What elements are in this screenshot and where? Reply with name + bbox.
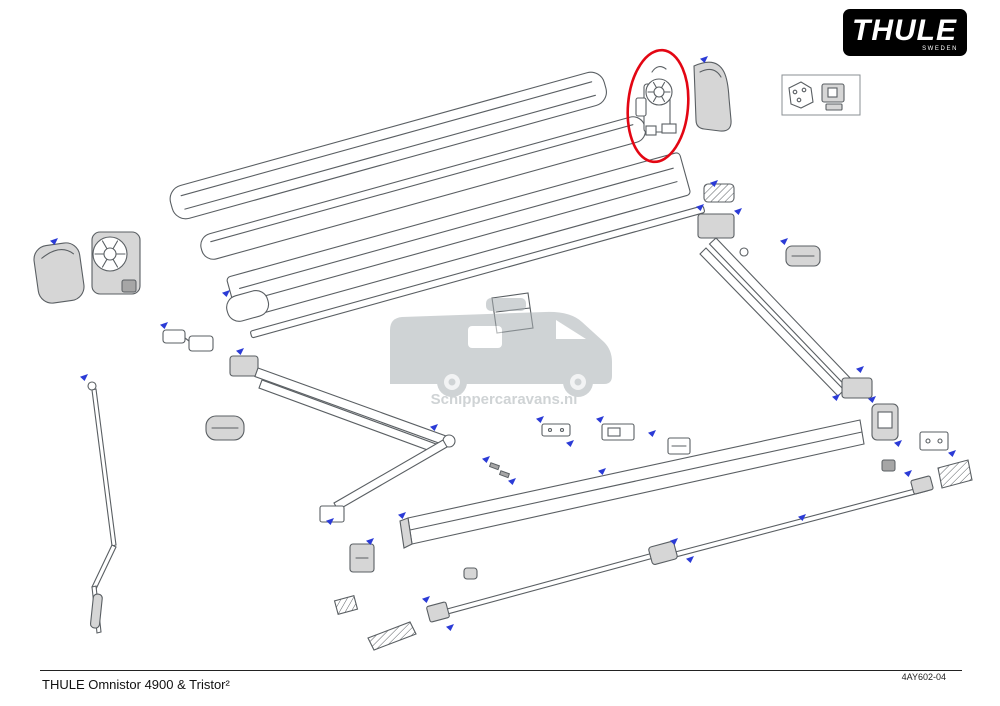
detail-plate xyxy=(788,81,814,109)
fastener-arrow-icon xyxy=(398,512,406,519)
footer-title: THULE Omnistor 4900 & Tristor² xyxy=(42,677,230,692)
torsion-coupling xyxy=(162,329,214,352)
fastener-arrow-icon xyxy=(856,366,864,373)
fastener-arrow-icon xyxy=(222,290,230,297)
footer-part-code: 4AY602-04 xyxy=(901,672,946,682)
fastener-arrow-icon xyxy=(894,440,902,447)
fastener-arrow-icon xyxy=(904,470,912,477)
awning-case-profile xyxy=(169,71,607,220)
highlight-ellipse xyxy=(626,48,690,164)
rafter-mid-lock xyxy=(648,541,678,565)
fastener-arrow-icon xyxy=(536,416,544,423)
thule-logo: THULE SWEDEN xyxy=(843,9,967,56)
small-hardware xyxy=(488,403,949,479)
watermark-text: Schippercaravans.nl xyxy=(431,391,578,408)
crank-handle xyxy=(87,381,117,634)
arm-right-foot xyxy=(841,377,873,399)
footer-divider xyxy=(40,670,962,671)
fastener-arrow-icon xyxy=(446,624,454,631)
fastener-arrow-icon xyxy=(508,478,516,485)
small-cap xyxy=(463,567,478,580)
lead-rail-end-cap xyxy=(399,517,413,549)
fastener-arrow-icon xyxy=(948,450,956,457)
screw xyxy=(488,462,501,471)
left-end-cover xyxy=(33,242,85,304)
spring-arm-right xyxy=(697,183,873,399)
fastener-arrow-icon xyxy=(832,394,840,401)
crank-rod xyxy=(91,388,117,547)
watermark: Schippercaravans.nl xyxy=(390,298,612,408)
fastener-arrow-icon xyxy=(482,456,490,463)
detail-inset xyxy=(781,74,861,116)
ribbed-block xyxy=(333,594,359,616)
mounting-rail xyxy=(250,205,705,339)
thule-logo-text: THULE xyxy=(852,14,957,47)
watermark-windshield xyxy=(556,320,586,339)
watermark-roofbox xyxy=(486,298,526,311)
fastener-arrow-icon xyxy=(596,416,604,423)
rafter-right-end xyxy=(910,475,934,495)
tension-rafter xyxy=(333,459,973,651)
crank-grip xyxy=(89,593,103,629)
arm-left-lower-bar xyxy=(333,439,448,511)
arm-right-joint xyxy=(739,247,749,257)
right-end-cover xyxy=(693,61,732,132)
arm-right-ribbed-end xyxy=(703,183,735,203)
spring-arm-left xyxy=(205,355,456,523)
fastener-arrow-icon xyxy=(598,468,606,475)
ribbed-profile-right xyxy=(937,459,973,489)
awning-fabric-sheet xyxy=(226,152,691,322)
fastener-arrow-icon xyxy=(734,208,742,215)
watermark-window xyxy=(468,326,502,348)
gear-drive-unit xyxy=(91,231,141,295)
roller-end-cap xyxy=(226,290,270,322)
fastener-arrow-icon xyxy=(780,238,788,245)
fastener-arrow-icon xyxy=(430,424,438,431)
fastener-arrow-icon xyxy=(566,440,574,447)
lead-rail xyxy=(349,419,865,580)
fastener-arrow-icon xyxy=(80,374,88,381)
fastener-arrow-icon xyxy=(422,596,430,603)
clamp-plate xyxy=(541,423,571,437)
screw xyxy=(498,470,511,479)
backing-plate xyxy=(919,431,949,451)
ribbed-profile-left xyxy=(367,621,417,651)
thule-logo-country: SWEDEN xyxy=(922,46,958,52)
fastener-arrow-icon xyxy=(686,556,694,563)
highlighted-mounting-bracket xyxy=(635,66,677,136)
fastener-arrow-icon xyxy=(648,430,656,437)
end-knob xyxy=(881,459,896,472)
arm-right-upper-bar xyxy=(708,237,855,389)
arm-right-top-bracket xyxy=(697,213,735,239)
fastener-arrow-icon xyxy=(236,348,244,355)
fastener-arrow-icon xyxy=(160,322,168,329)
arm-left-top-bracket xyxy=(229,355,259,377)
rafter-left-end xyxy=(426,601,450,623)
